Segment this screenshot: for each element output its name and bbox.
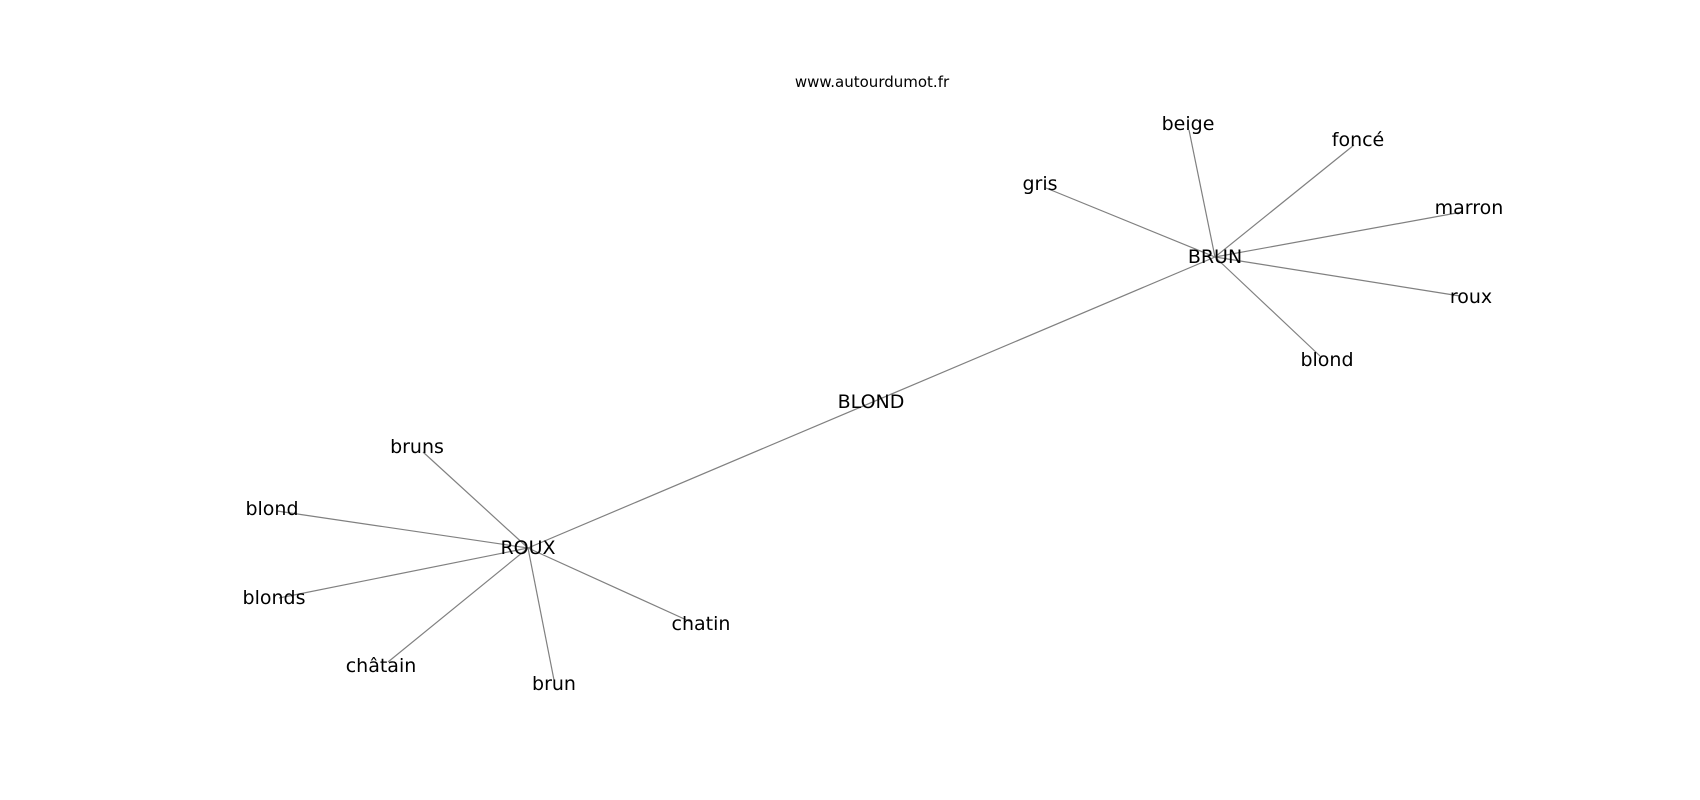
edge-layer [276,129,1463,681]
node-label-blond-leaf-brun[interactable]: blond [1300,349,1353,371]
node-label-roux-hub[interactable]: ROUX [500,537,555,559]
edge-brun_hub-roux_leaf [1214,256,1461,297]
edge-brun_hub-gris [1045,187,1216,258]
node-label-blonds[interactable]: blonds [243,587,306,609]
edge-brun_hub-fonce [1214,144,1355,258]
node-label-beige[interactable]: beige [1162,113,1215,135]
node-layer: BLOND BRUN ROUX beige foncé gris marron roux blo… [243,113,1504,695]
watermark-text: www.autourdumot.fr [795,73,950,91]
edge-roux_hub-chatain_acc [387,547,529,663]
node-label-brun-hub[interactable]: BRUN [1188,246,1242,268]
edge-roux_hub-brun_hub [527,256,1216,549]
edge-roux_hub-brun_leaf [527,547,555,681]
node-label-blond-center[interactable]: BLOND [838,391,905,413]
edge-roux_hub-blond_leaf_roux [276,510,529,549]
edge-brun_hub-marron [1214,211,1463,258]
node-label-chatin[interactable]: chatin [672,613,731,635]
edge-brun_hub-beige [1188,129,1216,258]
node-label-marron[interactable]: marron [1435,197,1504,219]
node-label-chatain-acc[interactable]: châtain [346,655,417,677]
edge-roux_hub-bruns [422,451,529,549]
node-label-roux-leaf[interactable]: roux [1450,286,1492,308]
node-label-brun-leaf[interactable]: brun [532,673,576,695]
node-label-bruns[interactable]: bruns [390,436,444,458]
node-label-fonce[interactable]: foncé [1332,129,1385,151]
node-label-gris[interactable]: gris [1022,173,1057,195]
edge-roux_hub-blonds [278,547,529,599]
node-label-blond-leaf-roux[interactable]: blond [245,498,298,520]
edge-brun_hub-blond_leaf_brun [1214,256,1321,357]
edge-roux_hub-chatin [527,547,692,623]
